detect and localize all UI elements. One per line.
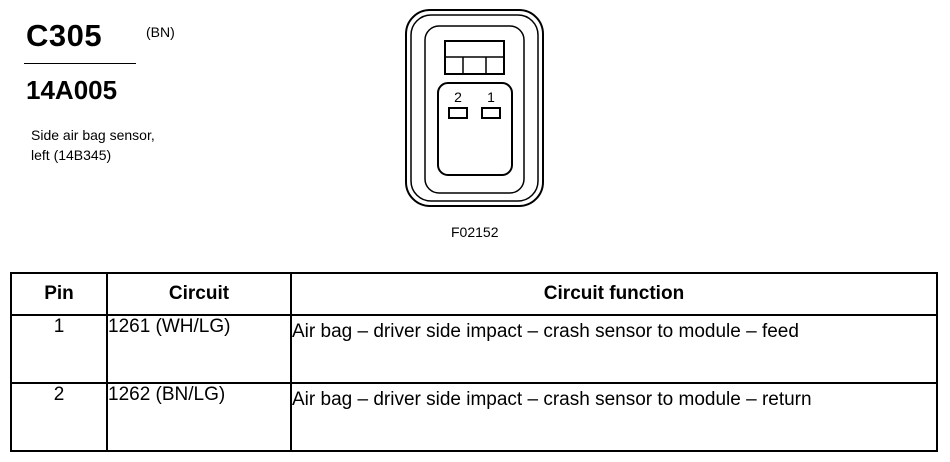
description-line-1: Side air bag sensor, — [31, 127, 155, 143]
connector-terminal-block — [437, 82, 513, 176]
table-row: 1 1261 (WH/LG) Air bag – driver side imp… — [10, 314, 938, 384]
pin-label-1: 1 — [487, 89, 495, 105]
header-pin: Pin — [10, 272, 108, 316]
connector-housing-outer — [405, 9, 544, 207]
table-header-row: Pin Circuit Circuit function — [10, 272, 938, 316]
table-row: 2 1262 (BN/LG) Air bag – driver side imp… — [10, 382, 938, 452]
pin-terminal-2 — [448, 107, 468, 119]
circuit-cell: 1261 (WH/LG) — [106, 314, 292, 384]
pin-terminal-1 — [481, 107, 501, 119]
header-circuit-function: Circuit function — [290, 272, 938, 316]
description-line-2: left (14B345) — [31, 147, 112, 163]
title-underline — [24, 63, 136, 64]
figure-code: F02152 — [451, 224, 499, 240]
connector-color-code: (BN) — [146, 24, 175, 40]
connector-id: C305 — [26, 18, 103, 53]
circuit-function-cell: Air bag – driver side impact – crash sen… — [290, 382, 938, 452]
pin-label-2: 2 — [454, 89, 462, 105]
circuit-function-cell: Air bag – driver side impact – crash sen… — [290, 314, 938, 384]
header-circuit: Circuit — [106, 272, 292, 316]
part-number: 14A005 — [26, 75, 118, 105]
pin-cell: 2 — [10, 382, 108, 452]
connector-face-diagram: 2 1 — [405, 9, 544, 207]
pinout-table: Pin Circuit Circuit function 1 1261 (WH/… — [10, 272, 938, 452]
connector-housing-inner — [410, 14, 539, 202]
connector-description: Side air bag sensor, left (14B345) — [31, 125, 155, 165]
circuit-cell: 1262 (BN/LG) — [106, 382, 292, 452]
pin-cell: 1 — [10, 314, 108, 384]
connector-latch-outline — [424, 25, 525, 194]
